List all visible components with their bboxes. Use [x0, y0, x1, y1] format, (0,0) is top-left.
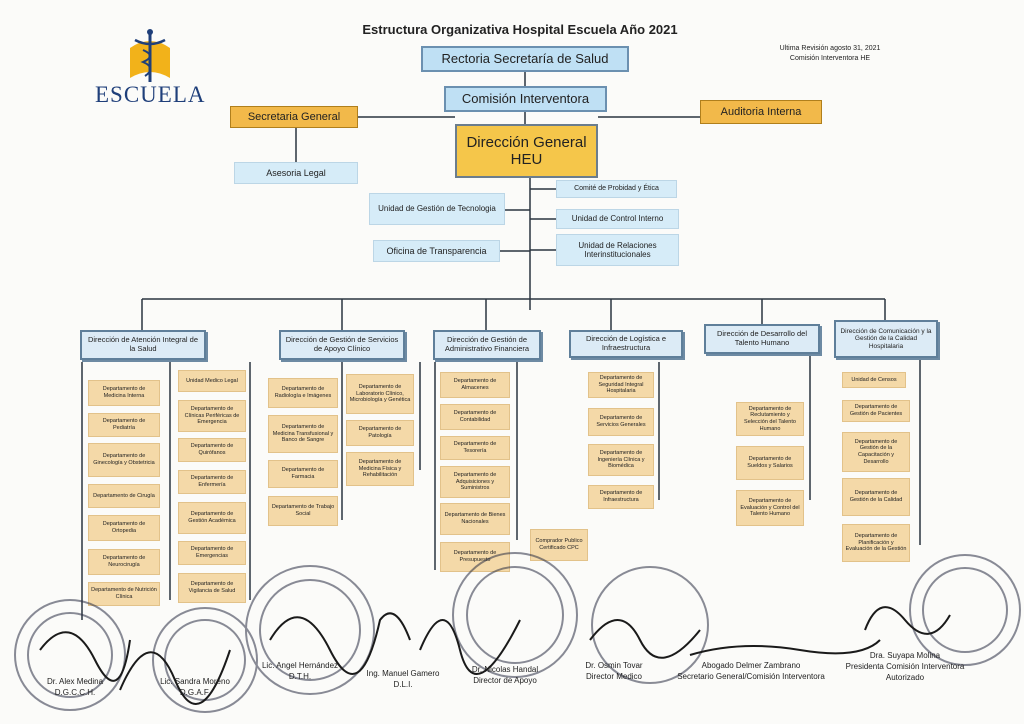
dept-box: Departamento de Emergencias	[178, 541, 246, 565]
signer-title: Director de Apoyo	[473, 676, 537, 685]
signature-block: Dr. Osmin Tovar Director Medico	[566, 660, 662, 682]
signer-name: Dra. Suyapa Molina	[869, 651, 941, 660]
dept-box: Unidad de Censos	[842, 372, 906, 388]
dept-box: Departamento de Evaluación y Control del…	[736, 490, 804, 526]
directorate-2: Dirección de Gestión de Servicios de Apo…	[279, 330, 405, 360]
signature-block: Dra. Suyapa Molina Presidenta Comisión I…	[835, 650, 975, 683]
seal-icon	[14, 599, 126, 711]
signature-block: Abogado Delmer Zambrano Secretario Gener…	[665, 660, 837, 682]
dept-box: Departamento de Gestión de la Capacitaci…	[842, 432, 910, 472]
signature-block: Lic. Angel Hernández D.T.H.	[250, 660, 350, 682]
directorate-6: Dirección de Comunicación y la Gestión d…	[834, 320, 938, 358]
dept-box: Departamento de Almacenes	[440, 372, 510, 398]
signer-name: Dr. Nicolas Handal	[471, 665, 539, 674]
rectoria-box: Rectoria Secretaría de Salud	[421, 46, 629, 72]
signer-title: D.L.I.	[393, 680, 413, 689]
dept-box: Departamento de Cirugía	[88, 484, 160, 508]
secretaria-box: Secretaria General	[230, 106, 358, 128]
directorate-3: Dirección de Gestión de Administrativo F…	[433, 330, 541, 360]
dept-box: Departamento de Seguridad Integral Hospi…	[588, 372, 654, 398]
seal-icon	[909, 554, 1021, 666]
hospital-logo: ESCUELA	[95, 26, 205, 110]
probidad-box: Comité de Probidad y Ética	[556, 180, 677, 198]
transparencia-box: Oficina de Transparencia	[373, 240, 500, 262]
dept-box: Departamento de Vigilancia de Salud	[178, 573, 246, 603]
control-box: Unidad de Control Interno	[556, 209, 679, 229]
signer-title: D.G.A.F.	[179, 688, 211, 697]
dept-box: Departamento de Trabajo Social	[268, 496, 338, 526]
dept-box: Departamento de Enfermería	[178, 470, 246, 494]
signer-title: Presidenta Comisión Interventora	[845, 662, 965, 671]
signer-name: Lic. Sandra Moreno	[160, 677, 230, 686]
directorate-4: Dirección de Logística e Infraestructura	[569, 330, 683, 358]
dept-box: Departamento de Servicios Generales	[588, 408, 654, 436]
seal-icon	[452, 552, 578, 678]
direccion-general-box: Dirección General HEU	[455, 124, 598, 178]
seal-icon	[152, 607, 258, 713]
ugt-box: Unidad de Gestión de Tecnologia	[369, 193, 505, 225]
dept-box: Departamento de Ginecología y Obstetrici…	[88, 443, 160, 477]
signer-title: D.G.C.C.H.	[54, 688, 96, 697]
comision-box: Comisión Interventora	[444, 86, 607, 112]
dept-box: Departamento de Radiología e Imágenes	[268, 378, 338, 408]
dept-box: Departamento de Farmacia	[268, 460, 338, 488]
dept-box: Departamento de Presupuesto	[440, 542, 510, 572]
dept-box: Departamento de Laboratorio Clínico, Mic…	[346, 374, 414, 414]
signer-note: Autorizado	[885, 673, 925, 682]
signature-block: Dr. Nicolas Handal Director de Apoyo	[455, 664, 555, 686]
logo-wordmark: ESCUELA	[95, 82, 206, 107]
dept-box: Departamento de Planificación y Evaluaci…	[842, 524, 910, 562]
dept-box: Departamento de Sueldos y Salarios	[736, 446, 804, 480]
caduceus-icon	[130, 29, 170, 82]
revision-date: Ultima Revisión agosto 31, 2021	[779, 45, 881, 52]
dept-box: Departamento de Contabilidad	[440, 404, 510, 430]
signer-title: D.T.H.	[288, 672, 312, 681]
dept-box: Unidad Medico Legal	[178, 370, 246, 392]
seal-icon	[245, 565, 375, 695]
signer-name: Lic. Angel Hernández	[261, 661, 339, 670]
signer-name: Ing. Manuel Gamero	[366, 669, 440, 678]
directorate-1: Dirección de Atención Integral de la Sal…	[80, 330, 206, 360]
revision-note: Ultima Revisión agosto 31, 2021 Comisión…	[760, 44, 900, 64]
asesoria-box: Asesoria Legal	[234, 162, 358, 184]
page-title: Estructura Organizativa Hospital Escuela…	[362, 22, 678, 37]
signer-name: Dr. Alex Medina	[46, 677, 104, 686]
dept-box: Departamento de Pediatría	[88, 413, 160, 437]
directorate-5: Dirección de Desarrollo del Talento Huma…	[704, 324, 820, 354]
dept-box: Departamento de Infraestructura	[588, 485, 654, 509]
dept-box: Departamento de Neurocirugía	[88, 549, 160, 575]
dept-box: Comprador Publico Certificado CPC	[530, 529, 588, 561]
dept-box: Departamento de Medicina Transfusional y…	[268, 415, 338, 453]
dept-box: Departamento de Tesorería	[440, 436, 510, 460]
signer-name: Abogado Delmer Zambrano	[701, 661, 801, 670]
dept-box: Departamento de Medicina Interna	[88, 380, 160, 406]
signer-title: Director Medico	[585, 672, 642, 681]
dept-box: Departamento de Ingeniería Clínica y Bio…	[588, 444, 654, 476]
dept-box: Departamento de Adquisiciones y Suminist…	[440, 466, 510, 498]
dept-box: Departamento de Gestión de Pacientes	[842, 400, 910, 422]
signature-block: Lic. Sandra Moreno D.G.A.F.	[145, 676, 245, 698]
revision-owner: Comisión Interventora HE	[789, 55, 871, 62]
signer-title: Secretario General/Comisión Interventora	[677, 672, 825, 681]
dept-box: Departamento de Clínicas Periféricas de …	[178, 400, 246, 432]
auditoria-box: Auditoria Interna	[700, 100, 822, 124]
signature-block: Ing. Manuel Gamero D.L.I.	[355, 668, 451, 690]
seal-icon	[591, 566, 709, 684]
dept-box: Departamento de Gestión Académica	[178, 502, 246, 534]
signer-name: Dr. Osmin Tovar	[585, 661, 643, 670]
dept-box: Departamento de Patología	[346, 420, 414, 446]
dept-box: Departamento de Quirófanos	[178, 438, 246, 462]
dept-box: Departamento de Gestión de la Calidad	[842, 478, 910, 516]
dept-box: Departamento de Medicina Física y Rehabi…	[346, 452, 414, 486]
dept-box: Departamento de Nutrición Clínica	[88, 582, 160, 606]
dept-box: Departamento de Reclutamiento y Selecció…	[736, 402, 804, 436]
dept-box: Departamento de Bienes Nacionales	[440, 503, 510, 535]
relaciones-box: Unidad de Relaciones Interinstitucionale…	[556, 234, 679, 266]
signature-block: Dr. Alex Medina D.G.C.C.H.	[30, 676, 120, 698]
dept-box: Departamento de Ortopedia	[88, 515, 160, 541]
